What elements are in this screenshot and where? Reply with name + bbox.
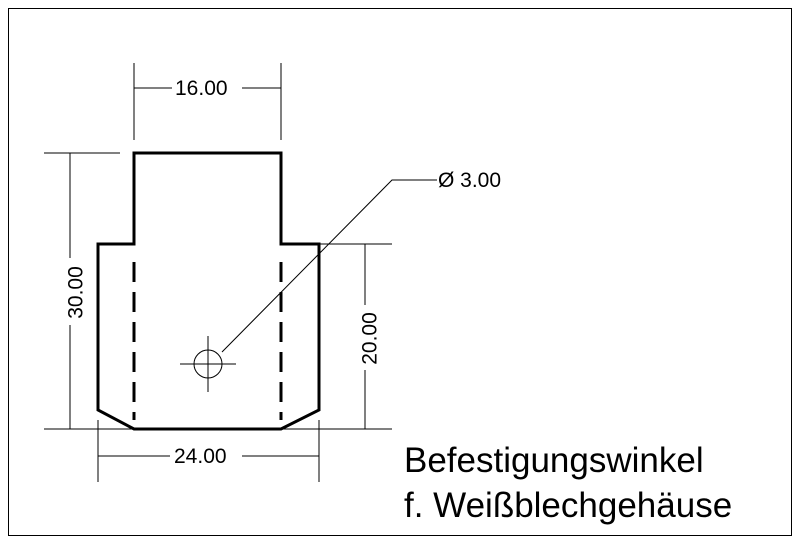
- dimension-bottom-width: 24.00: [174, 445, 227, 468]
- title-line-2: f. Weißblechgehäuse: [404, 486, 733, 525]
- dimension-flange-height: 20.00: [358, 312, 382, 365]
- dimension-hole-diameter: Ø 3.00: [438, 169, 502, 192]
- hole-symbol: [180, 336, 236, 392]
- dimension-total-height: 30.00: [64, 266, 88, 319]
- title-line-1: Befestigungswinkel: [404, 441, 704, 480]
- dimension-lines: [69, 87, 437, 457]
- dimension-top-width: 16.00: [175, 77, 228, 100]
- extension-lines: [44, 63, 392, 482]
- part-outline: [96, 151, 321, 431]
- drawing-border: [8, 8, 792, 536]
- hidden-lines: [132, 262, 283, 420]
